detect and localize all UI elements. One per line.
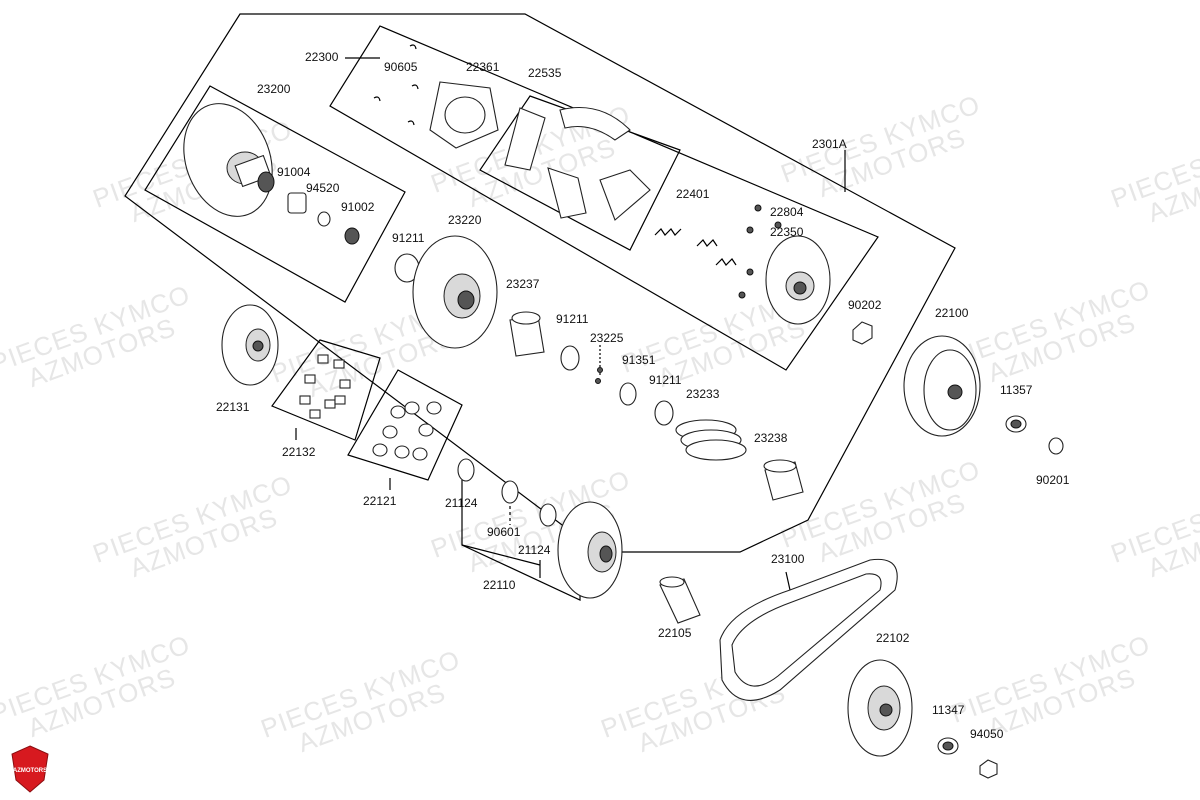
fixed-sheave-23200 xyxy=(183,103,360,245)
azmotors-logo: AZMOTORS xyxy=(11,745,49,793)
label-91211-c: 91211 xyxy=(649,373,682,387)
driven-pulley-22110 xyxy=(557,501,623,599)
label-22401: 22401 xyxy=(676,187,710,201)
drive-plate-22350 xyxy=(765,235,831,325)
movable-sheave-23220 xyxy=(394,235,545,357)
label-21124-b: 21124 xyxy=(518,543,551,557)
circlips xyxy=(560,345,674,426)
label-90605: 90605 xyxy=(384,60,418,74)
label-94050: 94050 xyxy=(970,727,1004,741)
collar-23238 xyxy=(763,459,804,501)
label-91002: 91002 xyxy=(341,200,375,214)
label-23225: 23225 xyxy=(590,331,624,345)
outline-22535-box xyxy=(479,95,681,251)
group-outlines xyxy=(124,13,956,553)
outline-2301a-assembly xyxy=(329,25,879,371)
label-23220: 23220 xyxy=(448,213,482,227)
label-90601: 90601 xyxy=(487,525,521,539)
outline-22121-box xyxy=(347,369,463,481)
label-23200: 23200 xyxy=(257,82,291,96)
pins-22804 xyxy=(738,204,782,299)
label-23238: 23238 xyxy=(754,431,788,445)
clips-90605 xyxy=(373,44,419,126)
spring-23233 xyxy=(675,419,747,461)
outline-22300-assembly xyxy=(124,13,956,553)
washer-90201 xyxy=(1048,437,1064,455)
clutch-bell-22100 xyxy=(903,335,981,437)
label-94520: 94520 xyxy=(306,181,340,195)
nut-90202 xyxy=(852,321,873,345)
fan-22102 xyxy=(847,659,913,757)
label-91211-a: 91211 xyxy=(392,231,425,245)
label-22132: 22132 xyxy=(282,445,316,459)
label-91211-b: 91211 xyxy=(556,312,589,326)
label-22110: 22110 xyxy=(483,578,516,592)
label-23100: 23100 xyxy=(771,552,805,566)
rollers-22121 xyxy=(372,401,442,461)
label-90201: 90201 xyxy=(1036,473,1070,487)
outline-23200-box xyxy=(144,85,406,303)
nut-11357 xyxy=(1005,415,1027,433)
label-91351: 91351 xyxy=(622,353,656,367)
label-91004: 91004 xyxy=(277,165,311,179)
label-22121: 22121 xyxy=(363,494,397,508)
label-11347: 11347 xyxy=(932,703,965,717)
springs-22401 xyxy=(654,228,737,266)
oil-seals-21124 xyxy=(457,458,557,527)
part-labels: 22300 90605 22361 22535 23200 91004 9452… xyxy=(216,50,1070,741)
logo-text: AZMOTORS xyxy=(13,768,47,774)
parts xyxy=(183,44,1064,779)
washer-94050 xyxy=(979,759,998,779)
label-22361: 22361 xyxy=(466,60,500,74)
label-11357: 11357 xyxy=(1000,383,1033,397)
label-23237: 23237 xyxy=(506,277,540,291)
label-22535: 22535 xyxy=(528,66,562,80)
label-22100: 22100 xyxy=(935,306,969,320)
label-21124-a: 21124 xyxy=(445,496,478,510)
outline-22132-box xyxy=(271,339,381,441)
clutch-shoes-22535 xyxy=(504,106,651,221)
logo-shield xyxy=(11,745,49,793)
variator-22131 xyxy=(221,304,279,386)
label-90202: 90202 xyxy=(848,298,882,312)
label-22804: 22804 xyxy=(770,205,804,219)
label-2301a: 2301A xyxy=(812,137,847,151)
nut-11347 xyxy=(937,737,959,755)
collar-22105 xyxy=(659,576,701,624)
label-23233: 23233 xyxy=(686,387,720,401)
gasket-22361 xyxy=(429,81,499,149)
label-22105: 22105 xyxy=(658,626,692,640)
sliders-22132 xyxy=(299,354,351,419)
label-22300: 22300 xyxy=(305,50,339,64)
label-22131: 22131 xyxy=(216,400,250,414)
label-22350: 22350 xyxy=(770,225,804,239)
drive-belt-23100 xyxy=(719,558,898,701)
label-22102: 22102 xyxy=(876,631,910,645)
